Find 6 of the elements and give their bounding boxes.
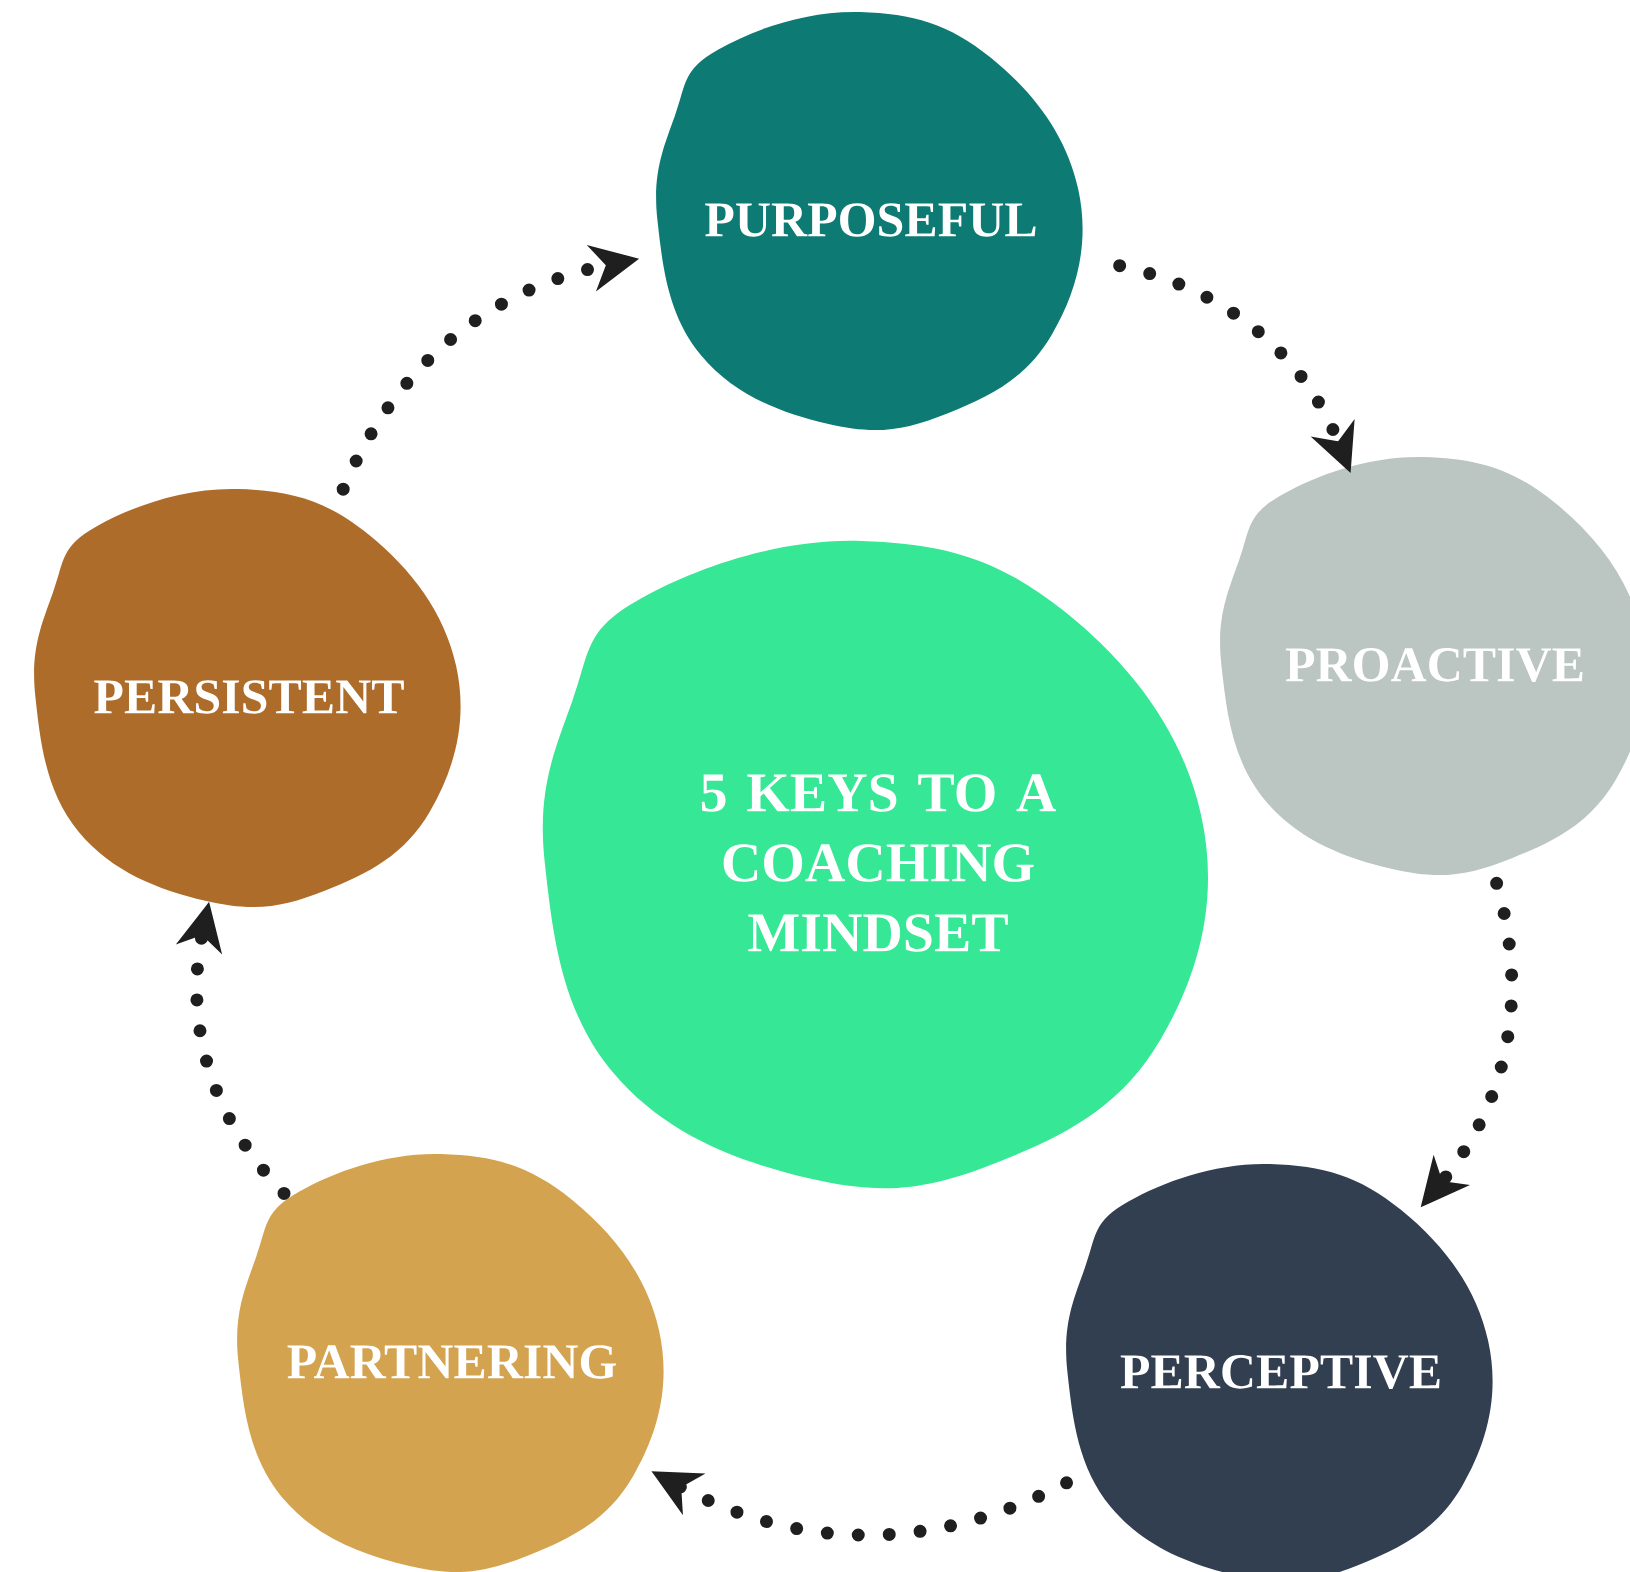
key-blob: PARTNERING xyxy=(237,1154,664,1572)
key-blob: PROACTIVE xyxy=(1220,457,1630,875)
key-blob: PURPOSEFUL xyxy=(656,12,1083,430)
key-blob: PERCEPTIVE xyxy=(1066,1164,1493,1572)
key-blob: PERSISTENT xyxy=(34,489,461,907)
title-blob: 5 KEYS TO A COACHING MINDSET xyxy=(542,541,1208,1189)
